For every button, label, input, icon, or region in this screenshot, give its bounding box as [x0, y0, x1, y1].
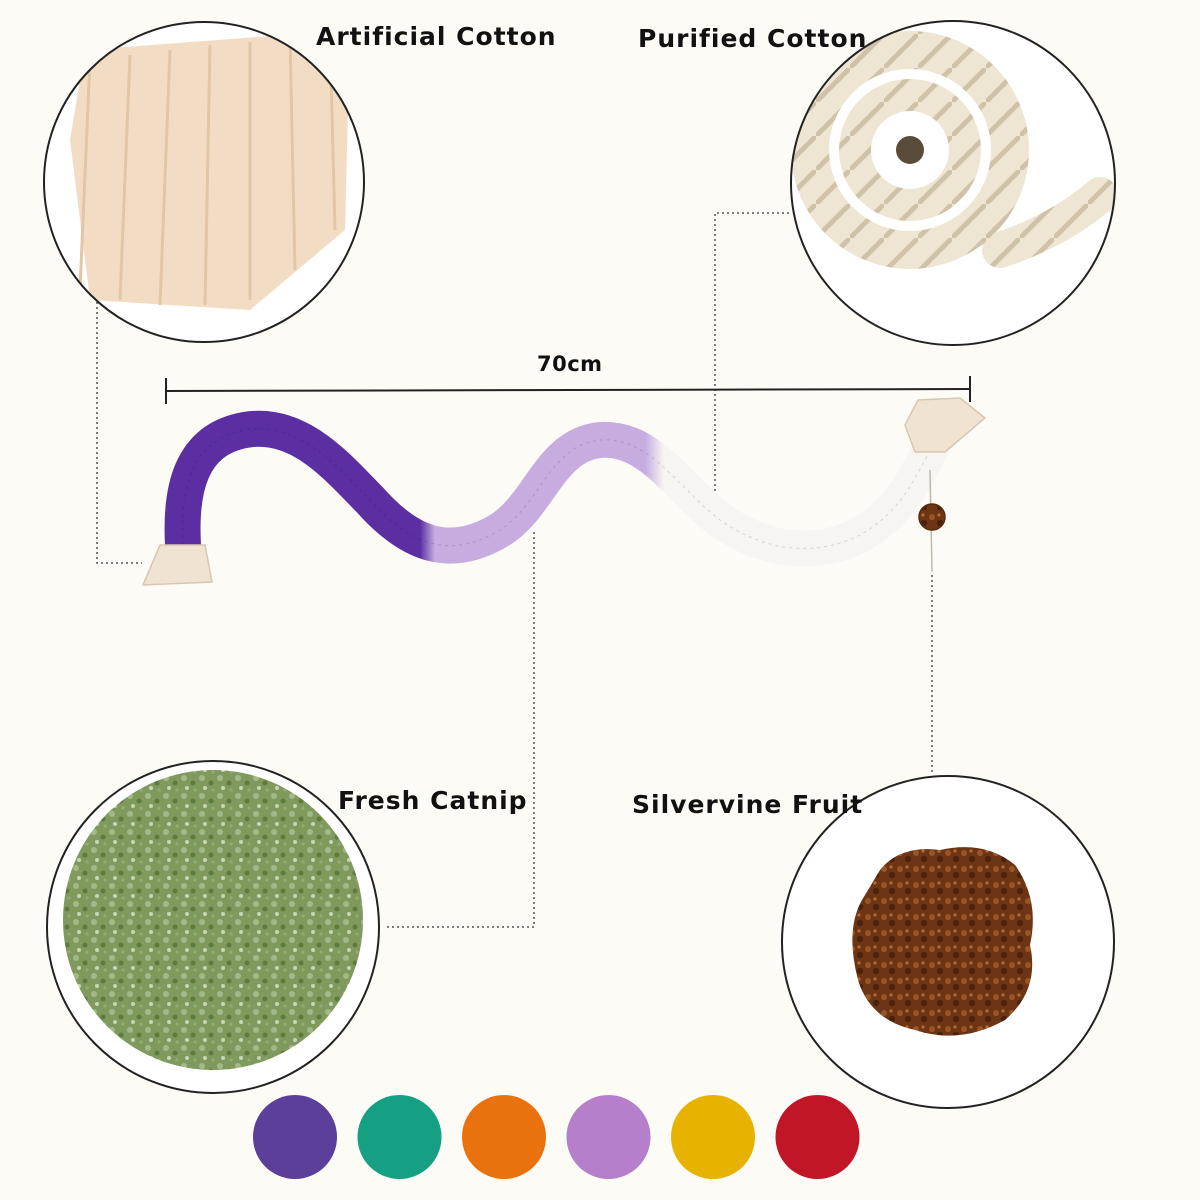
color-swatches [253, 1095, 860, 1179]
purified-cotton-label: Purified Cotton [638, 24, 868, 53]
artificial-cotton-circle [43, 21, 365, 343]
artificial-cotton-label: Artificial Cotton [316, 22, 557, 51]
artificial-cotton-image [43, 21, 365, 343]
dimension-line [165, 376, 971, 404]
rope-toy [141, 397, 987, 586]
fresh-catnip-label: Fresh Catnip [338, 786, 528, 815]
connector-lines [96, 212, 933, 928]
silvervine-fruit-circle [781, 775, 1115, 1109]
connector-purified-cotton [714, 212, 789, 510]
fresh-catnip-circle [46, 760, 380, 1094]
silvervine-bead [918, 503, 946, 531]
color-swatch-6[interactable] [775, 1095, 860, 1179]
color-swatch-5[interactable] [671, 1095, 755, 1179]
purified-cotton-circle [790, 20, 1116, 346]
color-swatch-4[interactable] [566, 1095, 651, 1179]
length-label: 70cm [537, 352, 603, 376]
connector-fresh-catnip [387, 532, 535, 928]
purified-cotton-image [790, 20, 1116, 346]
rope-body [164, 410, 948, 567]
silvervine-fruit-image [781, 775, 1115, 1109]
silvervine-fruit-label: Silvervine Fruit [632, 790, 864, 819]
color-swatch-2[interactable] [357, 1095, 442, 1179]
left-tassel [141, 544, 213, 586]
color-swatch-3[interactable] [462, 1095, 546, 1179]
color-swatch-1[interactable] [253, 1095, 337, 1179]
fresh-catnip-image [46, 760, 380, 1094]
connector-artificial-cotton [96, 302, 142, 564]
right-tassel [904, 397, 987, 453]
